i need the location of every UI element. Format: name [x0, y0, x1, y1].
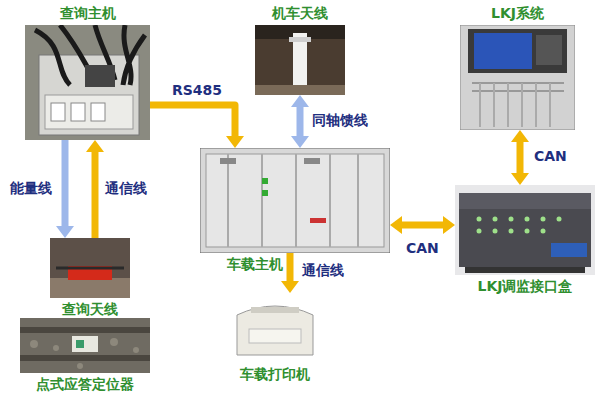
node-caption: LKJ系统	[489, 5, 546, 21]
onboard-host-photo: 车载主机	[200, 148, 390, 253]
connector-label: CAN	[404, 240, 441, 256]
photo-illustration	[50, 238, 130, 298]
connector-line	[402, 222, 443, 229]
query-host-photo: 查询主机	[25, 25, 150, 140]
connector-line	[517, 142, 524, 173]
arrow-head	[226, 136, 244, 148]
photo-illustration	[225, 293, 325, 363]
connector-label: RS485	[170, 82, 224, 98]
connector-line	[297, 107, 304, 136]
photo-illustration	[25, 25, 150, 140]
interface-box-photo: LKJ调监接口盒	[455, 185, 595, 275]
arrow-head	[443, 216, 455, 234]
node-caption: 车载打印机	[238, 366, 312, 382]
photo-illustration	[20, 318, 150, 373]
connector-line	[150, 105, 235, 136]
photo-illustration	[255, 25, 345, 95]
photo-illustration	[200, 148, 390, 253]
node-caption: LKJ调监接口盒	[476, 278, 575, 294]
arrow-head	[86, 140, 104, 152]
connector-label: 同轴馈线	[310, 112, 370, 128]
node-caption: 查询天线	[60, 301, 120, 317]
arrow-head	[291, 136, 309, 148]
node-caption: 车载主机	[225, 256, 285, 272]
printer-photo: 车载打印机	[225, 293, 325, 363]
photo-illustration	[460, 25, 575, 130]
connector-arrow	[150, 105, 244, 148]
photo-illustration	[455, 185, 595, 275]
connector-label: 能量线	[8, 180, 54, 196]
arrow-head	[511, 130, 529, 142]
connector-label: 通信线	[300, 262, 346, 278]
node-caption: 查询主机	[58, 5, 118, 21]
arrow-head	[56, 226, 74, 238]
balise-photo: 点式应答定位器	[20, 318, 150, 373]
antenna-photo: 机车天线	[255, 25, 345, 95]
connector-line	[92, 152, 99, 238]
arrow-head	[291, 95, 309, 107]
connector-label: 通信线	[103, 180, 149, 196]
query-antenna-photo: 查询天线	[50, 238, 130, 298]
connector-arrow	[511, 130, 529, 185]
connector-arrow	[56, 140, 74, 238]
node-caption: 机车天线	[270, 5, 330, 21]
connector-line	[287, 253, 294, 281]
connector-arrow	[390, 216, 455, 234]
lkj-system-photo: LKJ系统	[460, 25, 575, 130]
node-caption: 点式应答定位器	[34, 376, 136, 392]
connector-line	[62, 140, 69, 226]
arrow-head	[390, 216, 402, 234]
connector-label: CAN	[532, 148, 569, 164]
arrow-head	[511, 173, 529, 185]
arrow-head	[281, 281, 299, 293]
connector-arrow	[291, 95, 309, 148]
connector-arrow	[86, 140, 104, 238]
